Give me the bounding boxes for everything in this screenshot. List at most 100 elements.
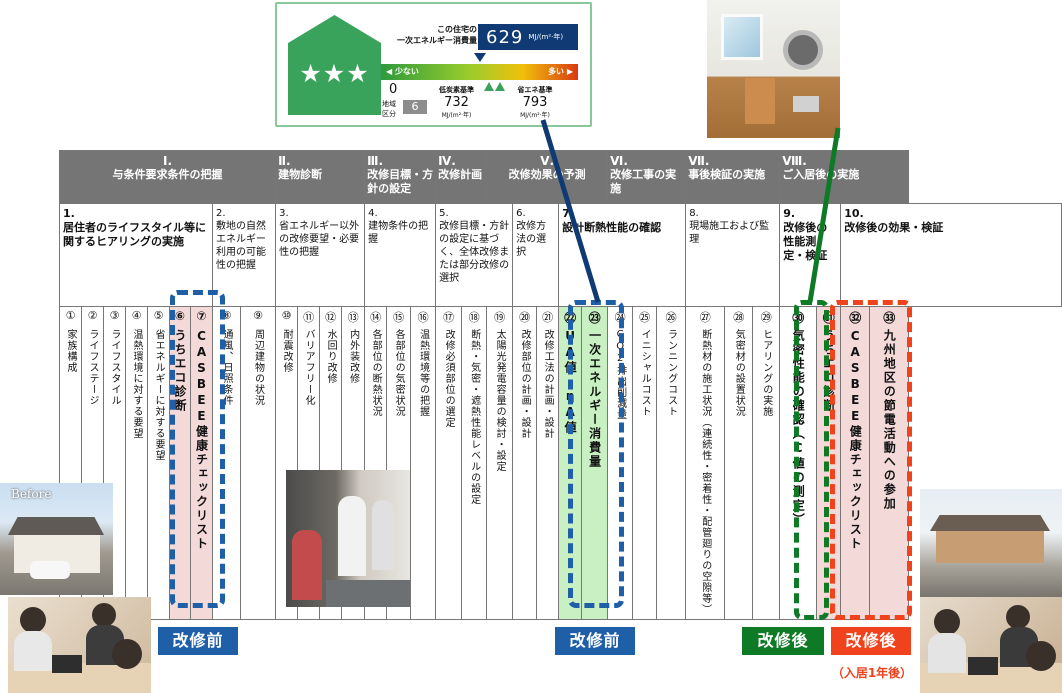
task-9: 9. 改修後の性能測定・検証 (779, 203, 842, 307)
scale-zero: 0 (389, 82, 398, 97)
low-carbon-unit: MJ/(m²·年) (441, 112, 472, 119)
item-number: ㉝ (883, 311, 896, 325)
item-label: 改修工法の計画・設計 (542, 329, 554, 439)
item-number: ⑱ (468, 311, 480, 324)
item-number: ⑮ (393, 311, 405, 324)
item-number: ⑨ (253, 309, 263, 322)
item-label: 通風、日照条件 (221, 329, 232, 406)
item-label: CASBEE健康チェックリスト (848, 329, 863, 551)
item-number: ⑥ (174, 309, 186, 323)
phase-6: Ⅵ.改修工事の実施 (607, 150, 687, 204)
item-label: うちエコ診断 (173, 329, 187, 413)
before-highlight-right (568, 300, 624, 608)
task-8: 8. 現場施工および監理 (685, 203, 781, 307)
item-label: 改修必須部位の選定 (443, 329, 455, 428)
item-number: ㉑ (542, 311, 554, 324)
energy-marker-icon (474, 53, 486, 62)
item-number: ② (87, 309, 98, 322)
save-energy-triangle-icon (495, 82, 505, 91)
item-label: バリアフリー化 (303, 329, 315, 406)
scale-low-label: ◀ 少ない (386, 67, 419, 76)
item-number: ⑩ (281, 309, 292, 322)
phase-row: Ⅰ.与条件要求条件の把握 Ⅱ.建物診断 Ⅲ.改修目標・方針の設定 Ⅳ.改修計画 … (58, 150, 1062, 204)
item-label: 九州地区の節電活動への参加 (882, 329, 897, 511)
photo-window (721, 14, 763, 60)
site-visit-photo (286, 470, 410, 607)
energy-caption: この住宅の 一次エネルギー消費量 (393, 24, 477, 46)
item-number: ④ (131, 309, 142, 322)
photo-stand (745, 78, 775, 124)
photo-roof (8, 517, 104, 535)
save-energy-standard: 省エネ基準 793 MJ/(m²·年) (505, 85, 565, 121)
region-label: 地域区分 (382, 100, 396, 118)
item-label: 断熱材の施工状況（連続性・密着性・配管廻りの空隙等） (699, 329, 711, 615)
item-label: ヒアリングの実施 (760, 329, 772, 417)
item-32: ㉜ CASBEE健康チェックリスト (840, 306, 871, 620)
scale-high-label: 多い ▶ (548, 67, 573, 76)
phase-7: Ⅶ.事後検証の実施 (685, 150, 781, 204)
photo-person (1026, 641, 1056, 671)
item-number: ㉘ (733, 311, 745, 324)
photo-person (292, 530, 322, 600)
task-4: 4. 建物条件の把握 (364, 203, 437, 307)
energy-caption-line1: この住宅の (437, 25, 477, 34)
item-number: ⑲ (494, 311, 506, 324)
task-6: 6. 改修方法の選択 (512, 203, 560, 307)
task-5: 5. 改修目標・方針の設定に基づく、全体改修または部分改修の選択 (435, 203, 514, 307)
item-label: 断熱・気密・遮熱性能レベルの設定 (468, 329, 480, 505)
meeting-photo-before (8, 597, 151, 693)
photo-person (92, 603, 116, 627)
after-highlight-red (830, 300, 912, 620)
photo-person (372, 500, 394, 570)
item-number: ㉕ (639, 311, 651, 324)
item-label: 耐震改修 (281, 329, 293, 373)
item-number: ⑦ (196, 309, 207, 323)
item-label: 省エネルギーに対する要望 (153, 329, 164, 461)
task-10: 10. 改修後の効果・検証 (840, 203, 1062, 307)
airtightness-test-photo (707, 0, 840, 138)
item-number: ㉓ (588, 311, 601, 325)
item-number: ⑭ (370, 311, 382, 324)
task-1: 1. 居住者のライフスタイル等に関するヒアリングの実施 (59, 203, 213, 307)
item-number: ⑪ (303, 311, 315, 324)
item-label: ライフスタイル (109, 329, 120, 406)
item-label: イニシャルコスト (639, 329, 651, 417)
after-highlight-green (794, 300, 829, 620)
item-number: ⑯ (417, 311, 429, 324)
photo-gauge (793, 96, 819, 112)
energy-value-box: 629 MJ/(m²·年) (478, 24, 578, 50)
photo-car (30, 561, 70, 579)
energy-label: ★★★ この住宅の 一次エネルギー消費量 629 MJ/(m²·年) ◀ 少ない… (275, 2, 592, 127)
phase-8: Ⅷ.ご入居後の実施 (779, 150, 910, 204)
item-label: ランニングコスト (665, 329, 677, 417)
photo-step (326, 580, 410, 607)
item-number: ㉙ (760, 311, 772, 324)
item-7: ⑦ CASBEE健康チェックリスト (190, 306, 213, 620)
item-label: 家族構成 (65, 329, 76, 373)
item-number: ③ (109, 309, 120, 322)
photo-laptop (968, 657, 998, 675)
item-number: ㉜ (849, 311, 862, 325)
item-label: 温熱環境に対する要望 (131, 329, 142, 439)
item-label: 気密材の設置状況 (733, 329, 745, 417)
phase-1: Ⅰ.与条件要求条件の把握 (58, 150, 277, 204)
item-label: 温熱環境等の把握 (417, 329, 429, 417)
before-highlight-left (170, 290, 225, 608)
save-energy-value: 793 (522, 95, 548, 110)
after-badge-red: 改修後 (831, 627, 911, 655)
item-number: ⑤ (153, 309, 164, 322)
item-label: CASBEE健康チェックリスト (194, 329, 209, 551)
task-2: 2. 敷地の自然エネルギー利用の可能性の把握 (211, 203, 277, 307)
energy-value-unit: MJ/(m²·年) (528, 33, 564, 41)
phase-5: Ⅴ.改修効果の予測 (486, 150, 609, 204)
